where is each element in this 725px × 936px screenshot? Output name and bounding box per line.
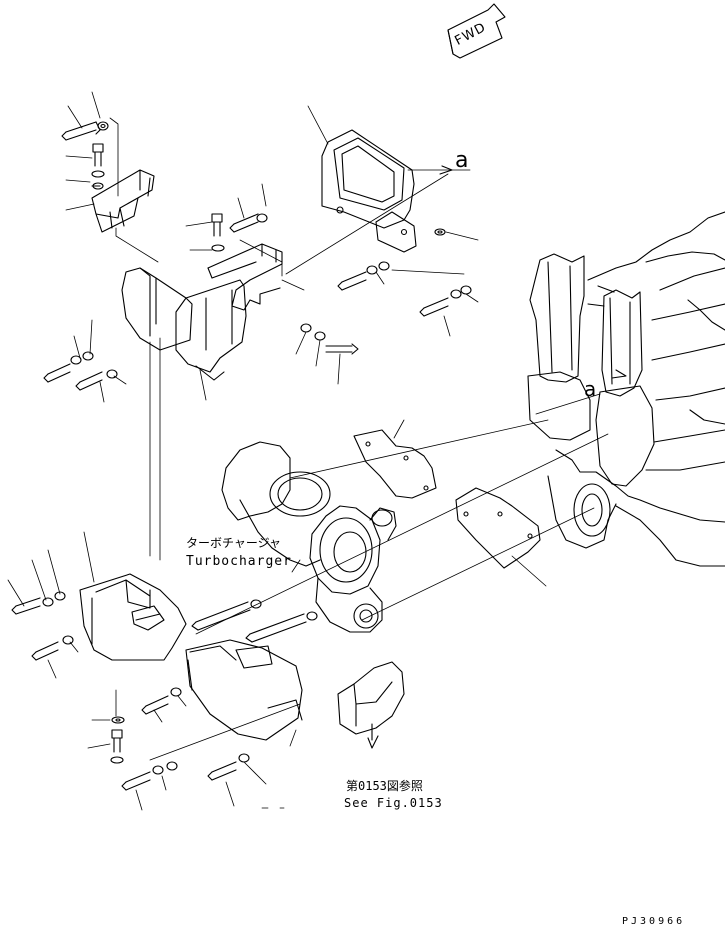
turbocharger-body (221, 441, 397, 633)
washer-icon (111, 716, 125, 724)
bolt-icon (211, 213, 225, 252)
bolt-icon (121, 761, 178, 791)
see-figure-label-jp: 第0153図参照 (346, 779, 423, 793)
bolt-icon (61, 121, 109, 141)
see-figure-label-en: See Fig.0153 (344, 796, 443, 810)
bolt-icon (43, 351, 94, 383)
bolt-icon (91, 143, 105, 190)
bolt-icon (75, 369, 118, 391)
bolt-icon (300, 323, 359, 355)
lower-heat-shield-middle (185, 639, 303, 741)
lower-heat-shield-left (79, 573, 187, 661)
upper-heat-shield-bracket (91, 169, 155, 233)
reference-mark-a-right: a (584, 377, 597, 401)
stud-bolt (245, 611, 318, 643)
fwd-arrow-icon (447, 3, 506, 59)
drawing-code: PJ30966 (622, 916, 686, 927)
bolt-icon (419, 285, 472, 317)
turbo-heat-shield (121, 267, 247, 381)
exhaust-gasket-plate (321, 129, 417, 253)
alignment-lines (109, 117, 609, 761)
turbo-outlet-elbow (337, 661, 405, 749)
bolt-icon (110, 729, 124, 764)
bolt-icon (337, 261, 390, 291)
callout-leaders (7, 91, 547, 811)
arrow-icon (439, 165, 627, 379)
reference-mark-a-top: a (455, 148, 469, 173)
washer-icon (434, 228, 446, 236)
bolt-icon (207, 753, 250, 781)
middle-bracket (207, 243, 283, 311)
engine-block (527, 211, 725, 567)
bolt-icon (11, 591, 66, 615)
bolt-icon (141, 687, 182, 715)
bolt-icon (229, 213, 268, 233)
bolt-icon (31, 635, 74, 661)
small-heat-plate (353, 429, 437, 499)
angled-heat-plate (455, 487, 541, 569)
turbocharger-label-jp: ターボチャージャ (186, 536, 282, 550)
turbocharger-label-en: Turbocharger (186, 554, 292, 569)
stud-bolt (191, 599, 262, 631)
